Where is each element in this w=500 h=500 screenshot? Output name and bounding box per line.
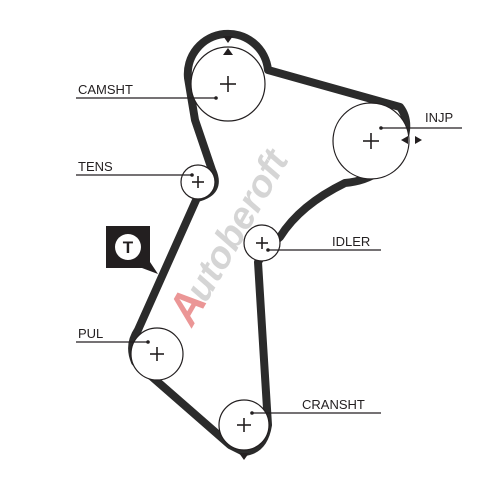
triangle-marker-icon — [223, 36, 422, 460]
camshaft-pulley — [190, 46, 266, 122]
camshaft-label: CAMSHT — [78, 82, 133, 97]
tensioner-label: TENS — [78, 159, 113, 174]
tensioner-badge-icon: T — [106, 226, 158, 274]
idler-pulley — [243, 224, 281, 262]
pulley-label: PUL — [78, 326, 103, 341]
crankshaft-pulley — [218, 399, 270, 451]
badge-letter: T — [123, 238, 134, 257]
water-pump-pulley — [130, 327, 184, 381]
injection-pump-label: INJP — [425, 110, 453, 125]
idler-label: IDLER — [332, 234, 370, 249]
crankshaft-label: CRANSHT — [302, 397, 365, 412]
injection-pump-pulley — [332, 102, 410, 180]
tensioner-pulley — [180, 164, 216, 200]
